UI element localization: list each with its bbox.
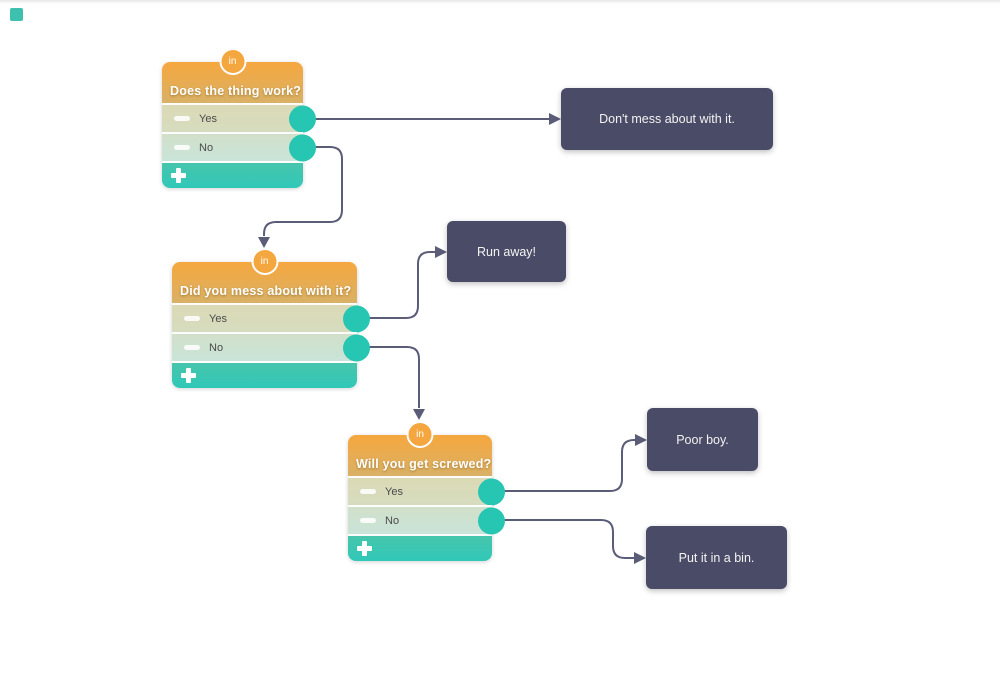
option-handle-icon [360, 489, 376, 494]
arrowhead-icon [413, 409, 425, 420]
connector-q1-no [263, 146, 343, 236]
option-handle-icon [184, 345, 200, 350]
option-row-no[interactable]: No [162, 132, 316, 161]
option-row-yes[interactable]: Yes [162, 103, 316, 132]
question-node-1[interactable]: in Does the thing work? Yes No [162, 48, 316, 188]
palette-node-swatch[interactable] [10, 8, 23, 21]
output-endpoint[interactable] [343, 305, 370, 332]
add-option-button[interactable] [172, 361, 357, 388]
option-label: Yes [209, 312, 227, 325]
option-row-yes[interactable]: Yes [172, 303, 370, 332]
arrowhead-icon [435, 246, 447, 258]
add-option-button[interactable] [162, 161, 303, 188]
output-endpoint[interactable] [289, 134, 316, 161]
option-handle-icon [360, 518, 376, 523]
output-endpoint[interactable] [343, 334, 370, 361]
arrowhead-icon [258, 237, 270, 248]
input-port-badge[interactable]: in [219, 48, 246, 75]
option-label: Yes [385, 485, 403, 498]
action-node-run-away[interactable]: Run away! [447, 221, 566, 282]
arrowhead-icon [635, 434, 647, 446]
option-label: Yes [199, 112, 217, 125]
question-node-3[interactable]: in Will you get screwed? Yes No [348, 421, 505, 561]
question-node-2[interactable]: in Did you mess about with it? Yes No [172, 248, 370, 388]
output-endpoint[interactable] [478, 507, 505, 534]
arrowhead-icon [549, 113, 561, 125]
option-label: No [385, 514, 400, 527]
option-handle-icon [174, 145, 190, 150]
plus-icon [357, 541, 372, 556]
output-endpoint[interactable] [478, 478, 505, 505]
plus-icon [181, 368, 196, 383]
plus-icon [171, 168, 186, 183]
option-handle-icon [184, 316, 200, 321]
connector-q3-no [492, 519, 634, 559]
add-option-button[interactable] [348, 534, 492, 561]
option-row-no[interactable]: No [172, 332, 370, 361]
canvas-top-edge [0, 0, 1000, 4]
option-label: No [199, 141, 214, 154]
output-endpoint[interactable] [289, 105, 316, 132]
arrowhead-icon [634, 552, 646, 564]
option-label: No [209, 341, 224, 354]
connector-q2-no [357, 346, 420, 408]
input-port-badge[interactable]: in [251, 248, 278, 275]
input-port-badge[interactable]: in [406, 421, 434, 448]
option-row-yes[interactable]: Yes [348, 476, 505, 505]
option-row-no[interactable]: No [348, 505, 505, 534]
connector-q2-yes [357, 251, 435, 319]
action-node-dont-mess[interactable]: Don't mess about with it. [561, 88, 773, 150]
option-handle-icon [174, 116, 190, 121]
connector-q3-yes [492, 439, 635, 492]
action-node-poor-boy[interactable]: Poor boy. [647, 408, 758, 471]
action-node-put-in-bin[interactable]: Put it in a bin. [646, 526, 787, 589]
